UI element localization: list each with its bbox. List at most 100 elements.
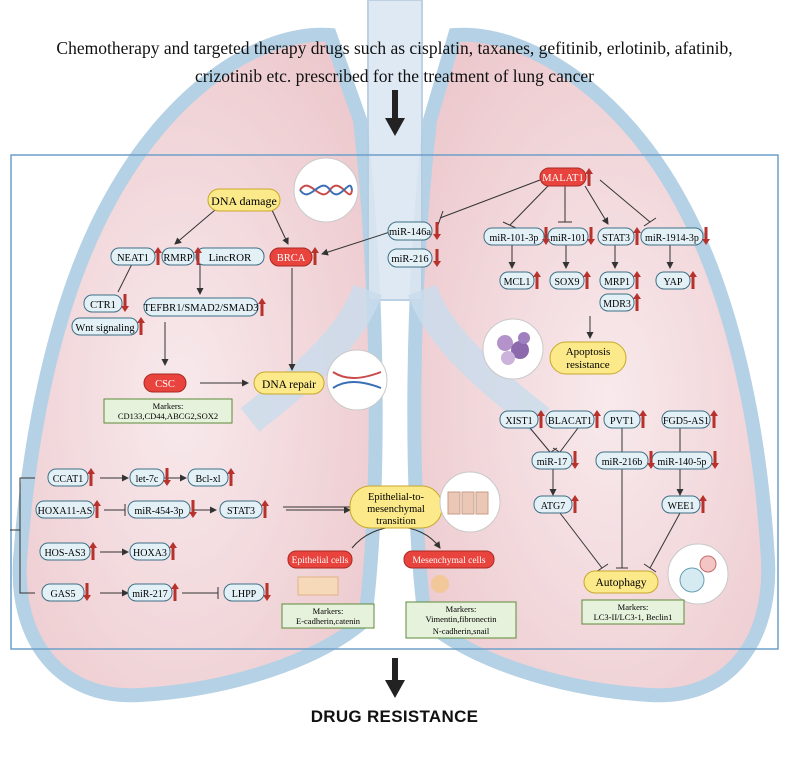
yap-label: YAP (664, 277, 683, 288)
stat3-bottom-node (219, 500, 263, 519)
csc-node (143, 373, 187, 393)
atg7-label: ATG7 (541, 501, 565, 512)
mir146a-label: miR-146a (389, 227, 431, 238)
let7c-node (129, 468, 165, 487)
tefbr1-node (143, 297, 259, 317)
malat1-node (539, 167, 587, 187)
lincror-label: LincROR (209, 252, 252, 264)
auto-markers-box (581, 599, 685, 625)
mir454-node (127, 500, 191, 519)
apoptosis-label-1: Apoptosis (566, 346, 611, 358)
apoptosis-node (549, 341, 627, 375)
gas5-node (41, 583, 85, 602)
auto-markers-title: Markers: (618, 602, 649, 612)
mir216b-label: miR-216b (602, 457, 643, 468)
brca-label: BRCA (277, 253, 306, 264)
dna-damage-node (207, 188, 281, 212)
header-line-1: Chemotherapy and targeted therapy drugs … (56, 38, 733, 58)
sox9-node (549, 271, 585, 290)
mir1914-label: miR-1914-3p (645, 233, 699, 244)
mir101-label: miR-101 (550, 233, 586, 244)
yap-node (655, 271, 691, 290)
emt-label-2: mesenchymal (367, 504, 425, 515)
nodes: DNA damage NEAT1 RMRP LincROR BRCA CTR1 … (35, 157, 729, 639)
mes-markers-2: N-cadherin,snail (433, 626, 490, 636)
down-arrow-icon (433, 222, 441, 240)
hoxa3-label: HOXA3 (133, 548, 167, 559)
wee1-label: WEE1 (668, 501, 695, 512)
mes-markers-1: Vimentin,fibronectin (425, 614, 497, 624)
epi-markers-box (281, 603, 375, 629)
hoxa3-node (129, 542, 171, 561)
down-arrow-icon (433, 249, 441, 267)
mir216b-node (595, 451, 649, 470)
csc-markers: CD133,CD44,ABCG2,SOX2 (118, 411, 218, 421)
ctr1-node (83, 294, 123, 313)
mir217-node (127, 583, 173, 602)
dna-repair-label: DNA repair (262, 379, 316, 391)
top-arrow (385, 90, 405, 136)
epithelial-cells-icon (297, 576, 339, 596)
ccat1-label: CCAT1 (53, 474, 84, 485)
bclxl-node (187, 468, 229, 487)
rmrp-node (161, 247, 195, 266)
csc-markers-box (103, 398, 233, 424)
rmrp-label: RMRP (163, 253, 192, 264)
sox9-label: SOX9 (554, 277, 579, 288)
atg7-node (533, 495, 573, 514)
brca-node (269, 247, 313, 267)
autophagy-label: Autophagy (595, 577, 646, 589)
pvt1-label: PVT1 (610, 416, 634, 427)
mcl1-node (499, 271, 535, 290)
mir101-3p-node (483, 227, 545, 246)
malat1-label: MALAT1 (542, 173, 583, 184)
epi-markers-title: Markers: (313, 606, 344, 616)
lincror-node (195, 247, 265, 266)
mir146a-node (387, 221, 433, 241)
mir140-label: miR-140-5p (658, 457, 707, 468)
hosas3-node (39, 542, 91, 561)
csc-markers-title: Markers: (153, 401, 184, 411)
bclxl-label: Bcl-xl (196, 474, 221, 485)
tefbr1-label: TEFBR1/SMAD2/SMAD3 (144, 303, 259, 314)
up-arrow-icon (258, 298, 266, 316)
mrp1-node (599, 271, 635, 290)
ccat1-node (47, 468, 89, 487)
mesenchymal-node (403, 550, 495, 569)
mir1914-node (640, 227, 704, 246)
mdr3-node (599, 293, 635, 312)
mesenchymal-cells-icon (431, 575, 449, 593)
mdr3-label: MDR3 (603, 299, 631, 310)
up-arrow-icon (710, 410, 718, 428)
pvt1-node (603, 410, 641, 429)
main-frame (10, 154, 779, 650)
autophagy-node (583, 570, 659, 594)
hosas3-label: HOS-AS3 (44, 548, 85, 559)
xist1-label: XIST1 (505, 416, 532, 427)
neat1-node (110, 247, 156, 266)
stat3-bottom-label: STAT3 (227, 506, 255, 517)
mir217-label: miR-217 (132, 589, 168, 600)
dna-damage-label: DNA damage (211, 194, 277, 208)
fgd5-label: FGD5-AS1 (663, 416, 709, 427)
mir17-label: miR-17 (537, 457, 568, 468)
hoxa11as-node (35, 500, 95, 519)
mrp1-label: MRP1 (604, 277, 630, 288)
wnt-node (71, 317, 139, 336)
lhpp-label: LHPP (232, 589, 257, 600)
xist1-node (499, 410, 539, 429)
mir216-label: miR-216 (391, 254, 428, 265)
mir17-node (531, 451, 573, 470)
lhpp-node (223, 583, 265, 602)
blacat1-label: BLACAT1 (548, 416, 592, 427)
gas5-label: GAS5 (50, 589, 75, 600)
ctr1-label: CTR1 (90, 300, 116, 311)
epi-markers: E-cadherin,catenin (296, 616, 361, 626)
let7c-label: let-7c (136, 474, 159, 485)
stat3-top-label: STAT3 (602, 233, 630, 244)
mes-markers-title: Markers: (446, 604, 477, 614)
blacat1-node (545, 410, 595, 429)
mir101-node (547, 227, 589, 246)
dna-repair-icon (326, 349, 388, 411)
